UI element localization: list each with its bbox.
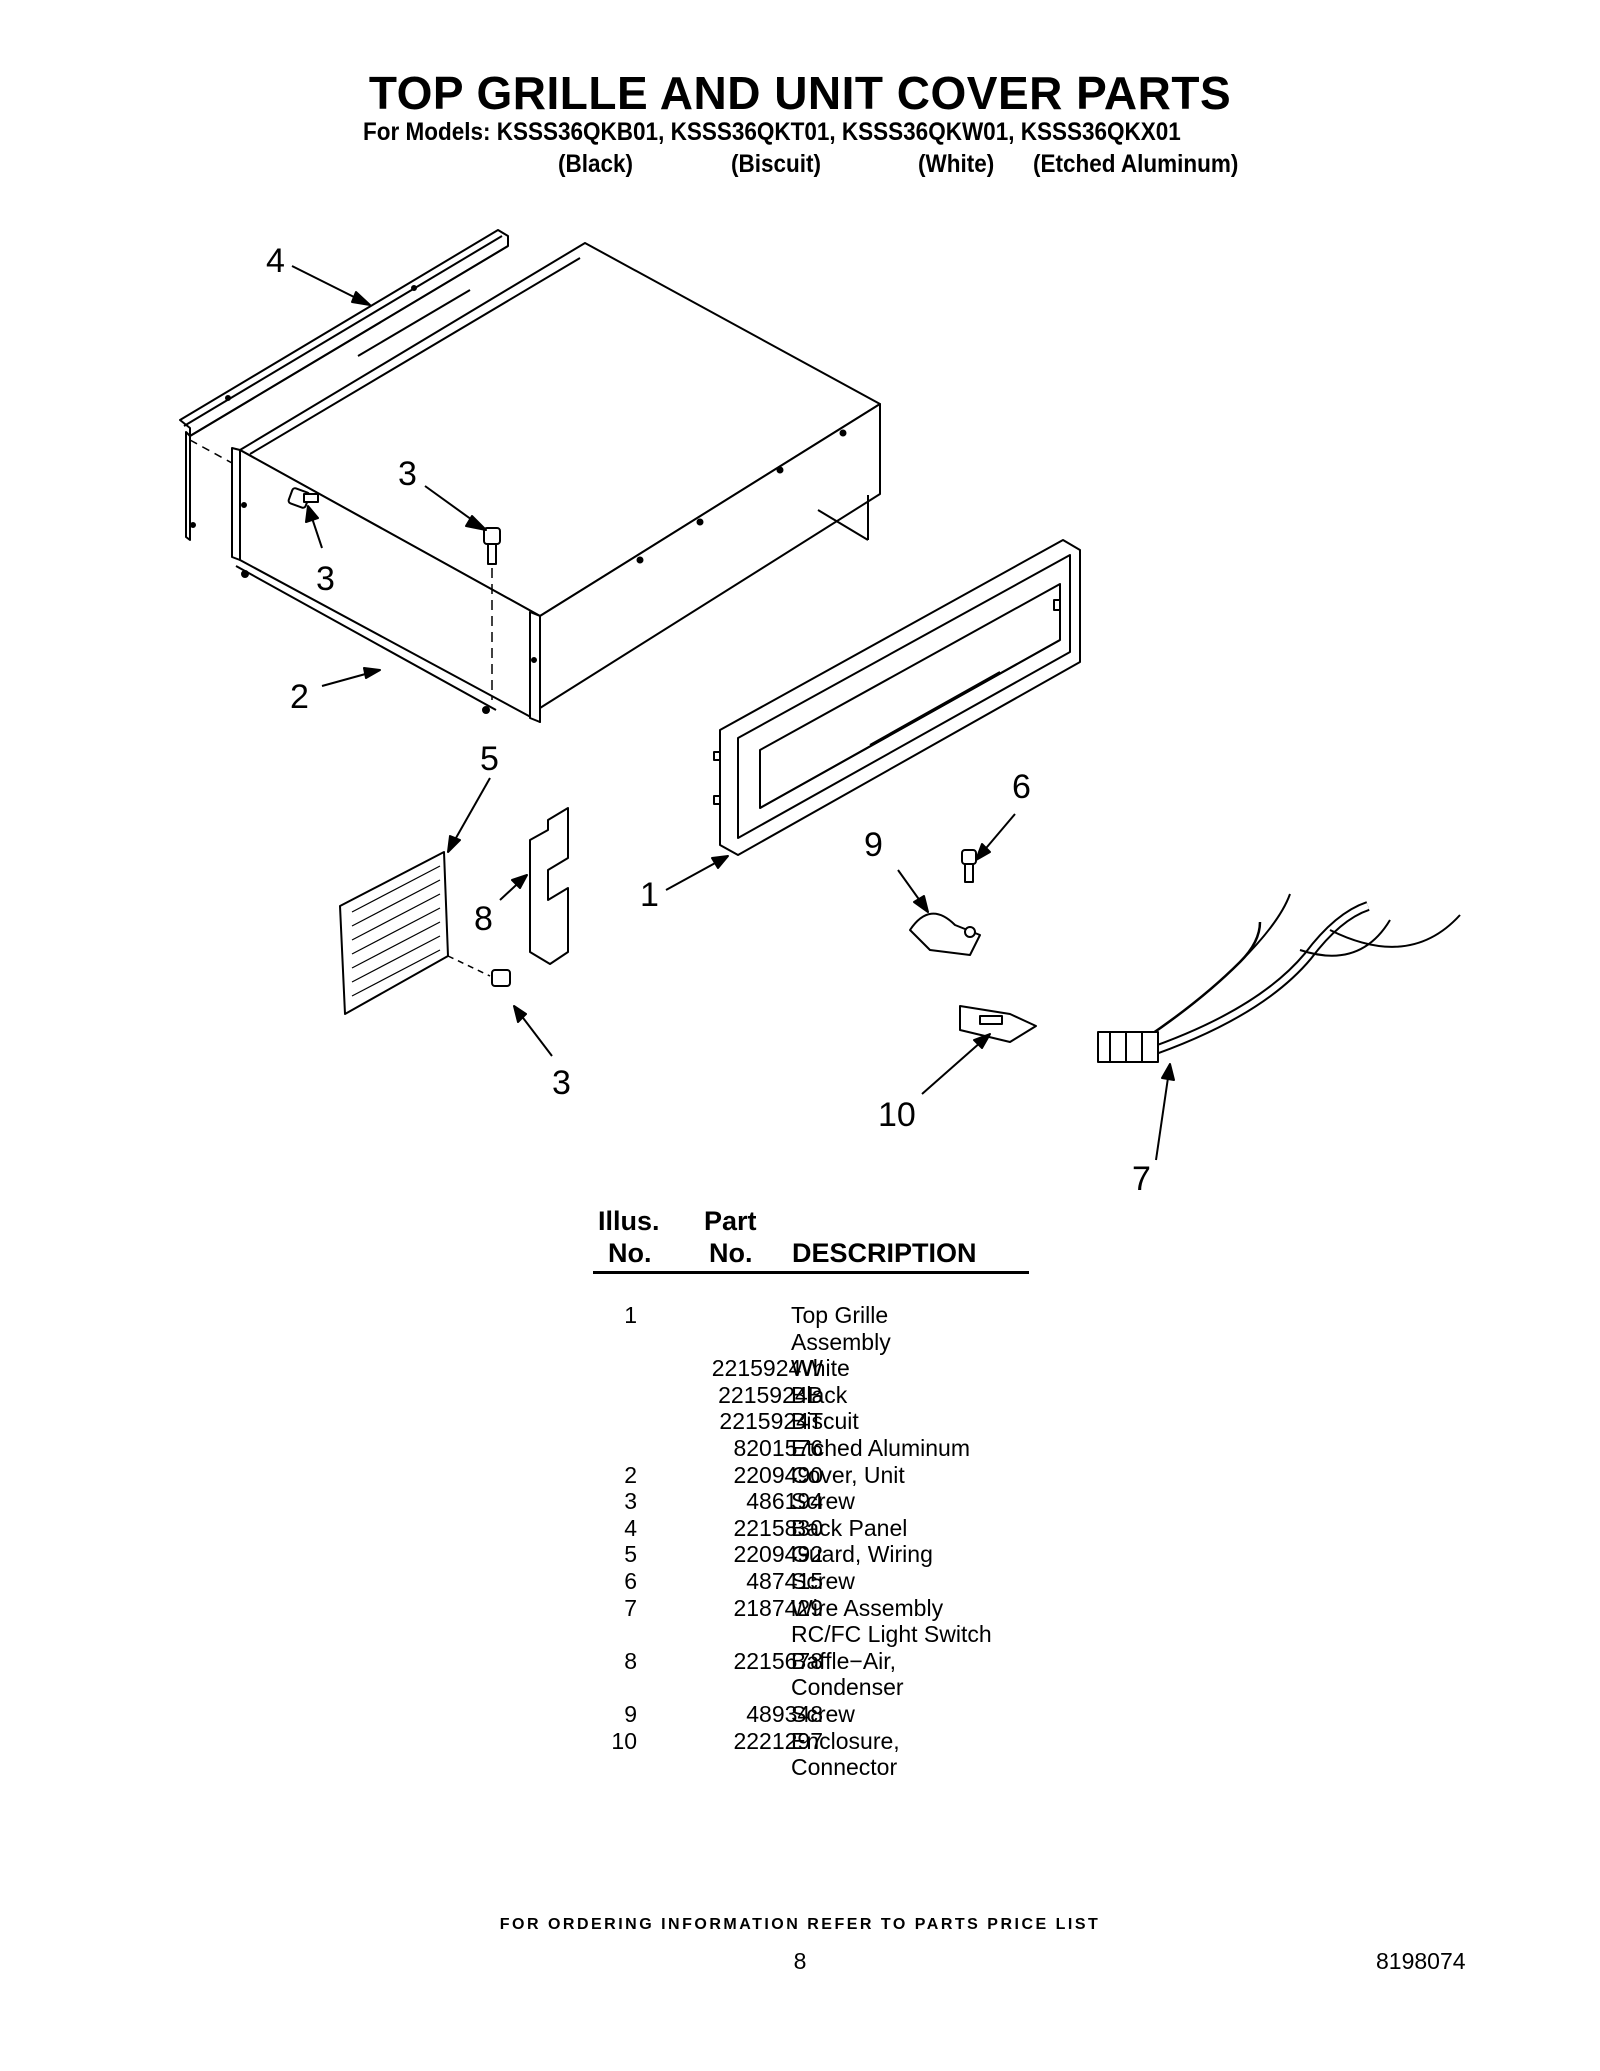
callout-7: 7 bbox=[1132, 1160, 1151, 1198]
table-row: Assembly bbox=[590, 1329, 1050, 1356]
callout-8: 8 bbox=[474, 900, 493, 938]
part-no-cell: 2215830 bbox=[733, 1514, 823, 1541]
table-row: Connector bbox=[590, 1754, 1050, 1781]
unit-cover-drawing bbox=[231, 242, 881, 723]
color-label-biscuit: (Biscuit) bbox=[731, 150, 821, 178]
screws-on-cover bbox=[287, 487, 501, 700]
part-no-cell: 8201576 bbox=[733, 1434, 823, 1461]
description-cell: Etched Aluminum bbox=[791, 1434, 970, 1461]
description-cell: Biscuit bbox=[791, 1408, 859, 1435]
part-no-cell: 2215924T bbox=[719, 1408, 823, 1435]
header-illus-no: No. bbox=[608, 1238, 652, 1268]
document-number: 8198074 bbox=[1376, 1948, 1466, 1974]
part-no-cell: 2221297 bbox=[733, 1727, 823, 1754]
callout-3-top: 3 bbox=[398, 455, 417, 493]
header-illus: Illus. bbox=[598, 1206, 660, 1236]
models-line: For Models: KSSS36QKB01, KSSS36QKT01, KS… bbox=[363, 118, 1181, 146]
color-label-black: (Black) bbox=[558, 150, 634, 178]
illus-no-cell: 3 bbox=[624, 1488, 637, 1515]
leader-arrows bbox=[291, 265, 1175, 1161]
part-no-cell: 489348 bbox=[746, 1700, 823, 1727]
description-cell: Screw bbox=[791, 1488, 855, 1515]
callout-10: 10 bbox=[878, 1096, 916, 1134]
illus-no-cell: 4 bbox=[624, 1514, 637, 1541]
description-cell: Assembly bbox=[791, 1328, 891, 1355]
part-no-cell: 2215924B bbox=[718, 1381, 823, 1408]
illus-no-cell: 10 bbox=[611, 1727, 637, 1754]
header-part-no: No. bbox=[709, 1238, 753, 1268]
description-cell: Back Panel bbox=[791, 1514, 908, 1541]
description-cell: Screw bbox=[791, 1700, 855, 1727]
callout-4: 4 bbox=[266, 242, 285, 280]
illus-no-cell: 9 bbox=[624, 1700, 637, 1727]
description-cell: Guard, Wiring bbox=[791, 1541, 933, 1568]
table-row: Condenser bbox=[590, 1674, 1050, 1701]
illus-no-cell: 2 bbox=[624, 1461, 637, 1488]
part-no-cell: 2215924W bbox=[711, 1355, 823, 1382]
color-label-white: (White) bbox=[918, 150, 995, 178]
part-no-cell: 2209490 bbox=[733, 1461, 823, 1488]
baffle-air-drawing bbox=[529, 807, 569, 965]
connector-enclosure-drawing bbox=[959, 1005, 1037, 1043]
description-cell: Screw bbox=[791, 1567, 855, 1594]
description-cell: Cover, Unit bbox=[791, 1461, 905, 1488]
callout-1: 1 bbox=[640, 876, 659, 914]
description-cell: RC/FC Light Switch bbox=[791, 1621, 992, 1648]
description-cell: Condenser bbox=[791, 1674, 904, 1701]
illus-no-cell: 8 bbox=[624, 1647, 637, 1674]
part-no-cell: 487415 bbox=[746, 1567, 823, 1594]
part-no-cell: 2215678 bbox=[733, 1647, 823, 1674]
part-no-cell: 2187429 bbox=[733, 1594, 823, 1621]
illus-no-cell: 7 bbox=[624, 1594, 637, 1621]
callout-2: 2 bbox=[290, 678, 309, 716]
back-panel-drawing bbox=[179, 229, 509, 541]
table-row: 1 Top Grille bbox=[590, 1302, 1050, 1329]
color-label-etched-aluminum: (Etched Aluminum) bbox=[1033, 150, 1239, 178]
callout-3-bottom: 3 bbox=[552, 1064, 571, 1102]
description-cell: White bbox=[791, 1355, 850, 1382]
top-grille-drawing bbox=[713, 539, 1081, 856]
header-underline bbox=[593, 1271, 1029, 1274]
illus-no-cell: 6 bbox=[624, 1567, 637, 1594]
wire-assembly-drawing bbox=[1097, 893, 1461, 1063]
description-cell: Connector bbox=[791, 1754, 898, 1781]
header-description: DESCRIPTION bbox=[792, 1238, 977, 1268]
clamp-and-screw-drawing bbox=[909, 849, 981, 956]
wiring-guard-drawing bbox=[339, 851, 511, 1015]
part-no-cell: 486194 bbox=[746, 1488, 823, 1515]
part-no-cell: 2209492 bbox=[733, 1541, 823, 1568]
description-cell: Wire Assembly bbox=[791, 1594, 944, 1621]
ordering-note: FOR ORDERING INFORMATION REFER TO PARTS … bbox=[499, 1916, 1101, 1933]
illus-no-cell: 5 bbox=[624, 1541, 637, 1568]
page-title: TOP GRILLE AND UNIT COVER PARTS bbox=[368, 67, 1232, 119]
callout-6: 6 bbox=[1012, 768, 1031, 806]
page-number: 8 bbox=[793, 1948, 807, 1974]
description-cell: Baffle−Air, bbox=[791, 1647, 897, 1674]
description-cell: Top Grille bbox=[791, 1302, 889, 1328]
description-cell: Black bbox=[791, 1381, 848, 1408]
exploded-parts-diagram: 4 3 3 2 5 8 3 1 6 9 10 7 bbox=[179, 229, 1461, 1198]
callout-5: 5 bbox=[480, 740, 499, 778]
callout-3-left: 3 bbox=[316, 560, 335, 598]
description-cell: Enclosure, bbox=[791, 1727, 900, 1754]
illus-no-cell: 1 bbox=[624, 1302, 637, 1328]
table-row: RC/FC Light Switch bbox=[590, 1621, 1050, 1648]
header-part: Part bbox=[704, 1206, 757, 1236]
callout-9: 9 bbox=[864, 826, 883, 864]
